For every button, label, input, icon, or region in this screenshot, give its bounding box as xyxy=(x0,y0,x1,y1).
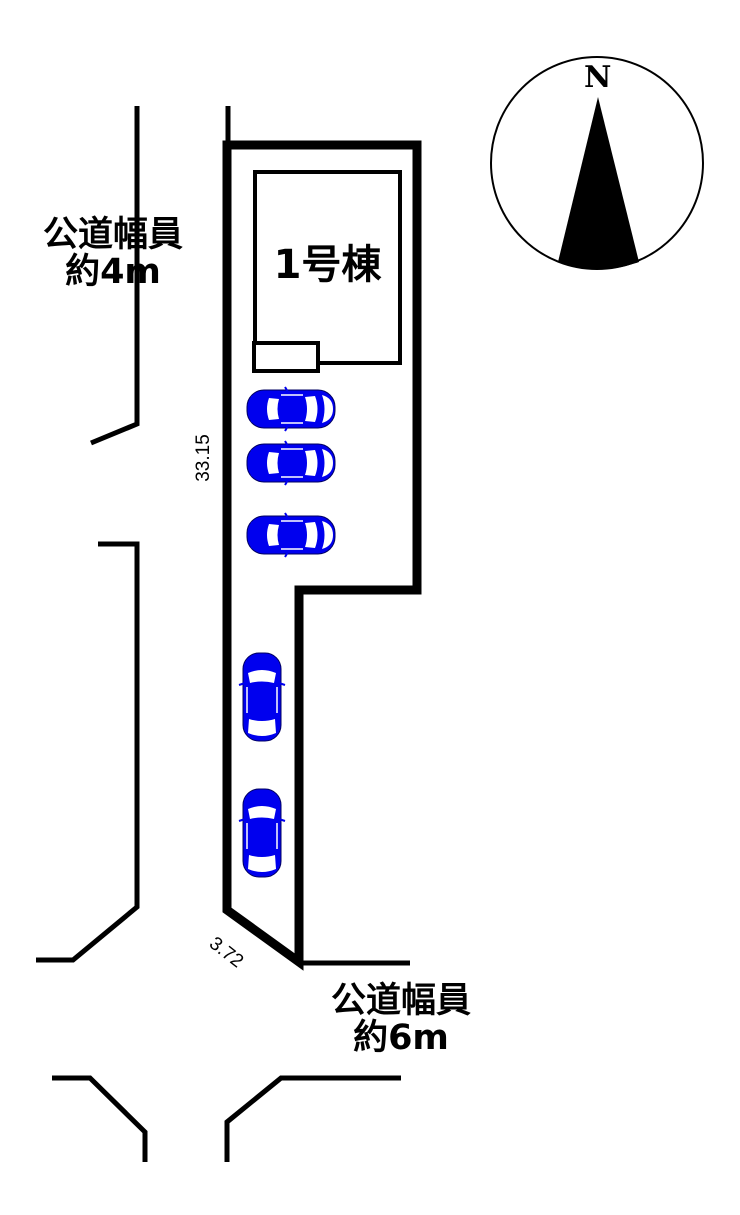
south-road-far-edge xyxy=(52,1075,401,1162)
south-road-width: 約6m xyxy=(353,1017,449,1058)
west-boundary-dimension: 33.15 xyxy=(192,434,214,482)
compass-icon xyxy=(490,56,704,270)
south-road-label: 公道幅員 約6m xyxy=(316,983,486,1057)
parking-space-5 xyxy=(238,788,286,878)
parking-space-4 xyxy=(238,652,286,742)
parking-space-3 xyxy=(246,512,336,558)
west-road-edge xyxy=(36,106,140,963)
west-road-label: 公道幅員 約4m xyxy=(28,217,198,291)
building-label: 1号棟 xyxy=(273,242,382,288)
north-indicator: N xyxy=(584,60,612,95)
entrance-porch xyxy=(252,341,320,373)
south-road-type: 公道幅員 xyxy=(330,981,471,1021)
parking-space-2 xyxy=(246,440,336,486)
parking-space-1 xyxy=(246,386,336,432)
building-footprint xyxy=(253,170,402,365)
west-road-type: 公道幅員 xyxy=(42,215,183,255)
west-road-width: 約4m xyxy=(65,251,161,292)
